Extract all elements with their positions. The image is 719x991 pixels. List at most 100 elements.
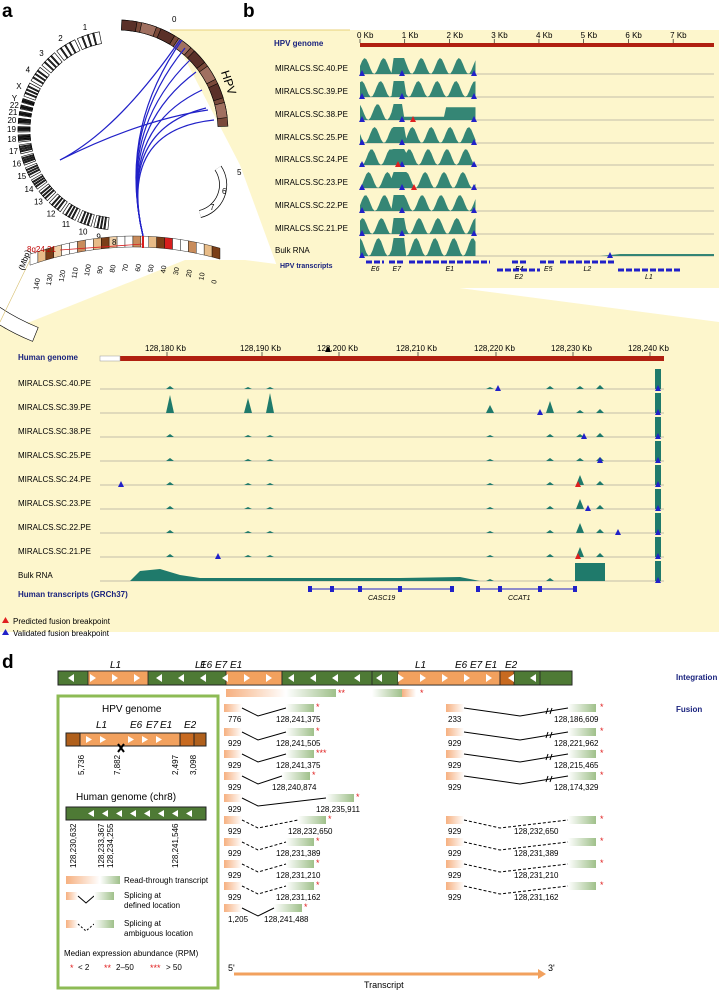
direction-arrow-icon (288, 674, 294, 682)
star-icon: * (600, 702, 604, 712)
direction-arrow-icon (222, 674, 228, 682)
fusion-hpv-part (224, 904, 242, 912)
hpv-band (208, 83, 224, 102)
chromosome-label-15: 15 (17, 172, 26, 181)
chromosome-band (92, 32, 98, 46)
star-icon: * (316, 726, 320, 736)
validated-breakpoint-icon (655, 529, 661, 535)
fusion-human-part (286, 882, 314, 890)
hpv-axis-tick-label: 1 Kb (402, 31, 419, 40)
integration-label: Integration (676, 673, 717, 682)
validated-breakpoint-icon (359, 184, 365, 190)
fusion-hpv-part (446, 728, 464, 736)
predicted-breakpoint-icon (2, 617, 9, 623)
direction-arrow-icon (134, 674, 140, 682)
fusion-hpv-coord: 929 (228, 783, 242, 792)
validated-breakpoint-icon (359, 139, 365, 145)
validated-breakpoint-icon (597, 457, 603, 463)
fusion-human-coord: 128,232,650 (514, 827, 559, 836)
fusion-hpv-coord: 776 (228, 715, 242, 724)
fusion-human-part (568, 838, 596, 846)
legend-lt2: < 2 (78, 963, 90, 972)
human-coverage (266, 555, 274, 557)
chr8-band (203, 243, 213, 258)
hpv-coverage (360, 172, 476, 188)
gene-label-CASC19: CASC19 (368, 595, 395, 602)
human-coverage (244, 555, 252, 557)
chromosome-label-12: 12 (47, 210, 56, 219)
human-sample-label: MIRALCS.SC.39.PE (18, 403, 91, 412)
chromosome-band (64, 44, 73, 57)
fusion-human-part (568, 728, 596, 736)
hpv-coverage (360, 238, 714, 256)
human-genome-title: Human genome (18, 353, 79, 362)
direction-arrow-icon (88, 810, 94, 817)
human-coverage (576, 523, 584, 533)
chromosome-band (33, 177, 45, 186)
legend-mid: 2–50 (116, 963, 134, 972)
validated-breakpoint-icon (399, 139, 405, 145)
integration-fusion-bar (226, 689, 286, 697)
human-coord: 128,230,632 (69, 823, 78, 868)
validated-breakpoint-icon (399, 184, 405, 190)
chromosome-band (86, 213, 93, 226)
chromosome-band (83, 212, 90, 225)
hpv-coverage (360, 195, 476, 211)
predicted-breakpoint-icon (411, 184, 417, 190)
hpv-gene-label: L2 (584, 266, 592, 273)
mbp-tick: 110 (71, 267, 80, 279)
legend-gt50: > 50 (166, 963, 182, 972)
hpv-band (214, 102, 228, 120)
human-sample-label: MIRALCS.SC.24.PE (18, 475, 91, 484)
defined-splice (463, 753, 569, 763)
defined-splice (463, 707, 569, 717)
star-icon: * (70, 963, 74, 973)
legend-readthrough: Read-through transcript (124, 876, 209, 885)
chromosome-band (81, 35, 88, 49)
mbp-tick: 0 (211, 279, 219, 284)
chromosome-band (17, 134, 31, 138)
validated-breakpoint-icon (655, 505, 661, 511)
human-coverage (596, 505, 604, 509)
ambiguous-splice (241, 863, 287, 873)
fusion-human-part (298, 816, 326, 824)
human-sample-label: MIRALCS.SC.22.PE (18, 523, 91, 532)
fusion-human-coord: 128,240,874 (272, 783, 317, 792)
fusion-hpv-coord: 929 (448, 871, 462, 880)
chromosome-band (27, 85, 40, 93)
chromosome-label-3: 3 (39, 49, 44, 58)
exon (398, 586, 402, 592)
validated-breakpoint-icon (215, 553, 221, 559)
direction-arrow-icon (142, 736, 148, 743)
human-coverage (166, 530, 174, 533)
validated-breakpoint-icon (655, 433, 661, 439)
integration-hpv-segment (225, 670, 283, 686)
star-icon: * (304, 902, 308, 912)
direction-arrow-icon (186, 810, 192, 817)
hpv-gene-label: E7 (146, 720, 159, 731)
break-mark-icon (545, 707, 553, 715)
chromosome-band (32, 76, 44, 85)
integration-gene-label: L1 (110, 660, 121, 671)
hpv-sample-label: MIRALCS.SC.38.PE (275, 110, 348, 119)
hpv-coverage (360, 58, 476, 74)
hpv-sample-label: MIRALCS.SC.25.PE (275, 133, 348, 142)
mbp-tick: 20 (186, 269, 194, 278)
mbp-tick: 90 (97, 266, 105, 275)
fusion-human-part (286, 860, 314, 868)
human-axis-tick-label: 128,200 Kb (317, 344, 358, 353)
chromosome-band (96, 215, 101, 229)
human-coverage (596, 553, 604, 557)
fusion-hpv-part (446, 882, 464, 890)
fusion-human-part (286, 838, 314, 846)
validated-breakpoint-icon (2, 629, 9, 635)
fusion-label: Fusion (676, 705, 702, 714)
direction-arrow-icon (486, 674, 492, 682)
defined-splice (463, 775, 569, 785)
direction-arrow-icon (200, 674, 206, 682)
human-coverage (166, 506, 174, 509)
hpv-coord: 7,882 (113, 754, 122, 775)
integration-gene-label: E1 (230, 660, 242, 671)
